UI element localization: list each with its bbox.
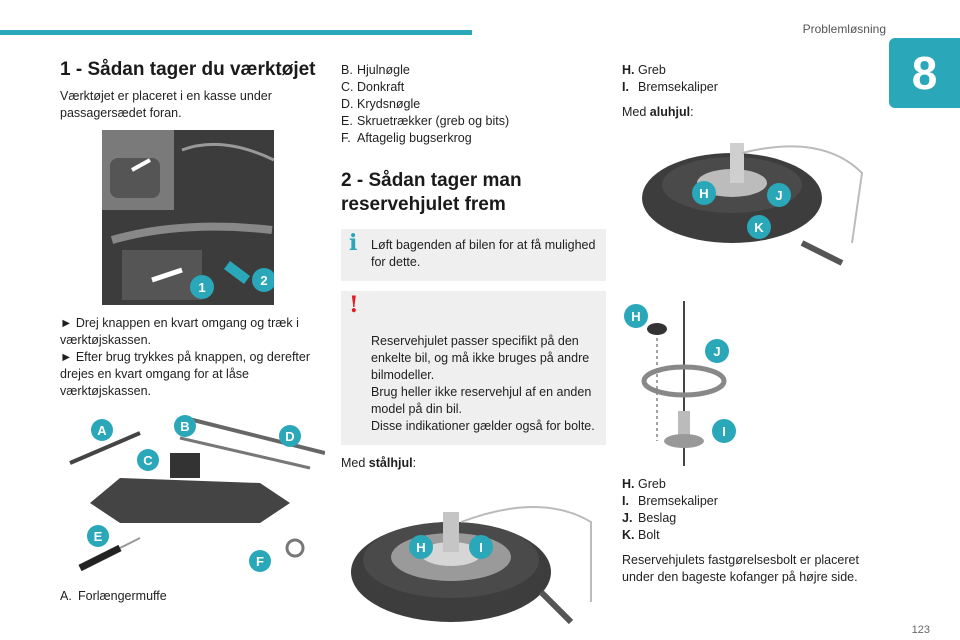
figure-toolbox: 1 2 (102, 130, 276, 305)
heading-tools: 1 - Sådan tager du værktøjet (60, 59, 316, 80)
page-number: 123 (911, 624, 930, 636)
list-item: C.Donkraft (341, 80, 405, 94)
warning-icon: ! (349, 292, 359, 318)
list-item: I.Bremsekaliper (622, 80, 718, 94)
section-title: Problemløsning (802, 22, 886, 36)
list-item: H.Greb (622, 477, 666, 491)
fig-label: H (699, 186, 708, 201)
fig-label: H (416, 540, 425, 555)
fig-label: J (713, 344, 720, 359)
column-1: 1 - Sådan tager du værktøjet Værktøjet e… (60, 58, 326, 605)
list-item: K.Bolt (622, 528, 660, 542)
list-item: A. Forlængermuffe (60, 589, 167, 603)
tools-step-1: ► Drej knappen en kvart omgang og træk i… (60, 316, 299, 347)
column-2: B.Hjulnøgle C.Donkraft D.Krydsnøgle E.Sk… (341, 62, 606, 640)
chapter-badge: 8 (889, 38, 960, 108)
steel-wheel-illustration: H I (351, 506, 592, 625)
fig-label: F (256, 554, 264, 569)
warning-notice: ! Reservehjulet passer specifikt på den … (341, 291, 606, 445)
header-accent-bar (0, 30, 472, 35)
info-icon: i (349, 230, 358, 256)
fig-label: 2 (260, 273, 267, 288)
fig-label: B (180, 419, 189, 434)
figure-alu-wheel: H J K (622, 133, 872, 283)
alu-wheel-illustration: H J K (642, 143, 864, 266)
fig-label: I (479, 540, 483, 555)
bolt-location-text: Reservehjulets fastgørelsesbolt er place… (622, 553, 859, 584)
figure-tools-set: A B C D E F (60, 408, 326, 578)
toolbox-illustration: 1 2 (102, 130, 276, 305)
list-item: H.Greb (622, 63, 666, 77)
fig-label: A (97, 423, 107, 438)
fig-label: H (631, 309, 640, 324)
fig-label: J (775, 188, 782, 203)
fig-label: K (754, 220, 764, 235)
tools-step-2: ► Efter brug trykkes på knappen, og dere… (60, 350, 311, 398)
column-3: H.Greb I.Bremsekaliper Med aluhjul: H J … (622, 62, 872, 594)
list-item: B.Hjulnøgle (341, 63, 410, 77)
heading-spare-wheel: 2 - Sådan tager man reservehjulet frem (341, 170, 522, 215)
info-notice: i Løft bagenden af bilen for at få mulig… (341, 229, 606, 281)
figure-bolt-assembly: H J I (622, 301, 872, 466)
fig-label: E (94, 529, 103, 544)
figure-steel-wheel: H I (341, 482, 601, 632)
list-item: I.Bremsekaliper (622, 494, 718, 508)
tools-set-illustration: A B C D E F (69, 415, 326, 572)
tools-intro: Værktøjet er placeret i en kasse under p… (60, 89, 272, 120)
alu-wheel-caption: Med aluhjul: (622, 105, 694, 119)
list-item: D.Krydsnøgle (341, 97, 421, 111)
list-item: F.Aftagelig bugserkrog (341, 131, 472, 145)
fig-label: 1 (198, 280, 205, 295)
fig-label: C (143, 453, 153, 468)
fig-label: I (722, 424, 726, 439)
fig-label: D (285, 429, 294, 444)
steel-wheel-caption: Med stålhjul: (341, 456, 417, 470)
bolt-assembly-illustration: H J I (624, 301, 736, 466)
list-item: E.Skruetrækker (greb og bits) (341, 114, 510, 128)
list-item: J.Beslag (622, 511, 677, 525)
